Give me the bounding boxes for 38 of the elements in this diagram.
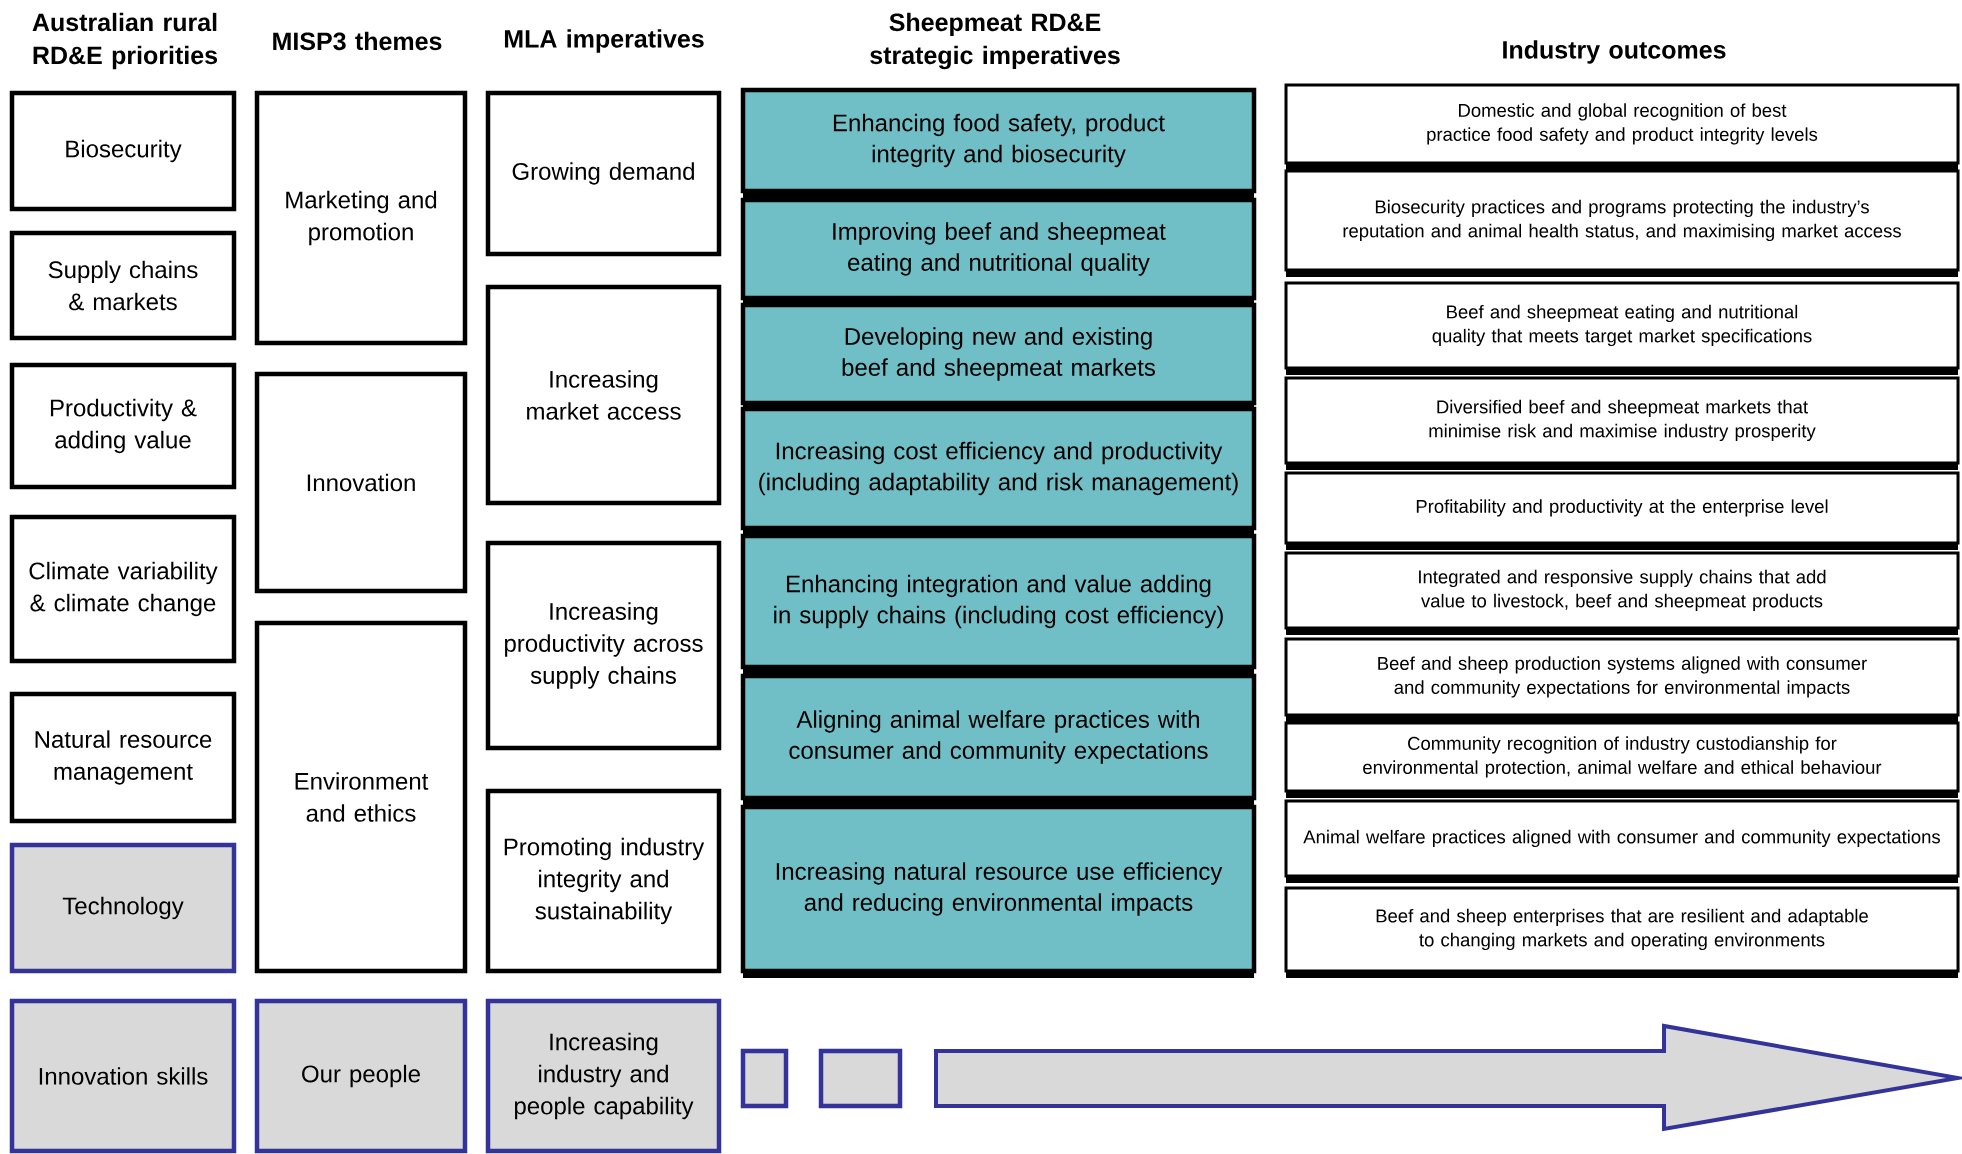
- outcome-box: Community recognition of industry custodianship for environmental protection, animal welfare and ethical behaviour: [1284, 721, 1960, 798]
- text-box: Supply chains & markets: [9, 230, 237, 341]
- outcome-box: Beef and sheepmeat eating and nutritional quality that meets target market specifications: [1284, 281, 1960, 375]
- text-box: Growing demand: [485, 90, 722, 257]
- text-box: Increasing industry and people capability: [485, 998, 722, 1154]
- imperative-box: Developing new and existing beef and sheepmeat markets: [740, 302, 1257, 410]
- imperative-box: Enhancing food safety, product integrity and biosecurity: [740, 87, 1257, 198]
- text-box: Increasing market access: [485, 284, 722, 506]
- text-box: Marketing and promotion: [254, 90, 468, 346]
- text-box: Our people: [254, 998, 468, 1154]
- text-box: Productivity & adding value: [9, 362, 237, 490]
- outcome-box: Integrated and responsive supply chains that add value to livestock, beef and sheepmeat products: [1284, 551, 1960, 635]
- column-heading: MLA imperatives: [504, 29, 704, 53]
- imperative-box: Improving beef and sheepmeat eating and nutritional quality: [740, 197, 1257, 305]
- outcome-box: Beef and sheep production systems aligned with consumer and community expectations for environmental impacts: [1284, 637, 1960, 722]
- text-box: Innovation: [254, 371, 468, 594]
- column-heading: MISP3 themes: [273, 31, 442, 51]
- outcome-box: Biosecurity practices and programs protecting the industry’s reputation and animal health status, and maximising market access: [1284, 169, 1960, 277]
- outcome-box: Diversified beef and sheepmeat markets that minimise risk and maximise industry prosperity: [1284, 376, 1960, 470]
- outcome-box: Domestic and global recognition of best practice food safety and product integrity levels: [1284, 83, 1960, 170]
- imperative-box: Increasing cost efficiency and productivity (including adaptability and risk management): [740, 406, 1257, 535]
- column-heading: Australian rural RD&E priorities: [32, 12, 218, 70]
- text-box: Natural resource management: [9, 691, 237, 824]
- imperative-box: Aligning animal welfare practices with consumer and community expectations: [740, 673, 1257, 805]
- text-box: Promoting industry integrity and sustainability: [485, 788, 722, 974]
- imperative-box: Enhancing integration and value adding in supply chains (including cost efficiency): [740, 533, 1257, 674]
- outcome-box: Profitability and productivity at the enterprise level: [1284, 471, 1960, 550]
- empty-box: [818, 1048, 903, 1109]
- imperative-box: Increasing natural resource use efficiency and reducing environmental impacts: [740, 804, 1257, 978]
- text-box: Technology: [9, 842, 237, 974]
- text-box: Biosecurity: [9, 90, 237, 212]
- text-box: Innovation skills: [9, 998, 237, 1154]
- outcome-box: Animal welfare practices aligned with consumer and community expectations: [1284, 799, 1960, 883]
- text-box: Climate variability & climate change: [9, 514, 237, 664]
- text-box: Increasing productivity across supply chains: [485, 540, 722, 751]
- empty-box: [740, 1048, 789, 1109]
- outcome-box: Beef and sheep enterprises that are resilient and adaptable to changing markets and operating environments: [1284, 886, 1960, 978]
- text-box: Environment and ethics: [254, 620, 468, 974]
